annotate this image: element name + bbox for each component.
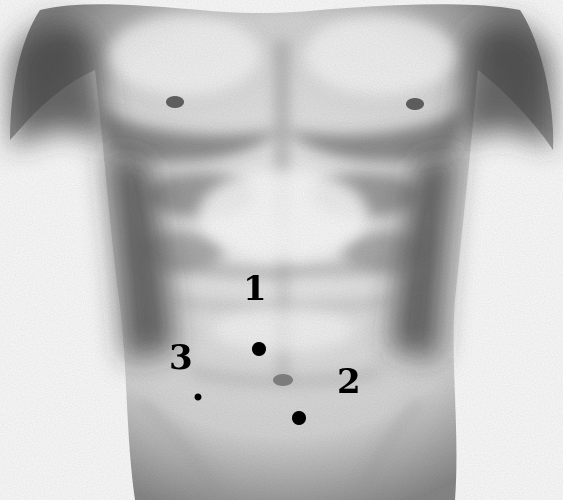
label-1: 1	[243, 269, 267, 309]
marker-dot-lower	[292, 411, 306, 425]
label-3: 3	[169, 338, 193, 378]
marker-dot-upper	[252, 342, 266, 356]
label-2: 2	[337, 362, 361, 402]
marker-dot-left	[195, 394, 202, 401]
